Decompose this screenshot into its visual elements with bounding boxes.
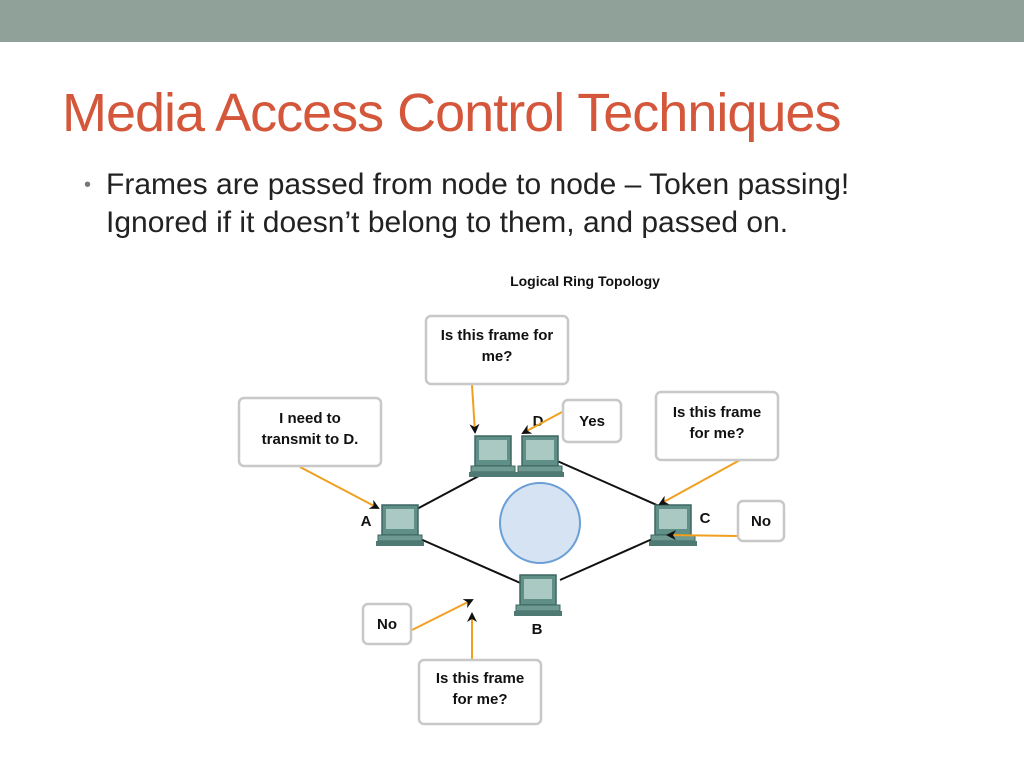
node-label-d: D <box>533 413 544 430</box>
svg-text:I need to: I need to <box>279 410 341 427</box>
computer-icon <box>513 574 563 617</box>
svg-text:No: No <box>751 513 771 530</box>
node-label-a: A <box>361 513 372 530</box>
computer-icon <box>648 504 698 547</box>
bullet-text: Frames are passed from node to node – To… <box>106 166 986 242</box>
callout-left-no: No <box>361 602 413 646</box>
callout-right-no: No <box>736 499 786 543</box>
callout-bottom-question: Is this frame for me? <box>417 658 543 726</box>
token-ring-circle <box>499 482 581 564</box>
svg-text:for me?: for me? <box>689 425 744 442</box>
svg-text:Is this frame for: Is this frame for <box>441 327 554 344</box>
callout-right-question: Is this frame for me? <box>654 390 780 462</box>
svg-text:for me?: for me? <box>452 691 507 708</box>
bullet-line-1: Frames are passed from node to node – To… <box>106 168 850 201</box>
node-label-b: B <box>532 621 543 638</box>
slide-title: Media Access Control Techniques <box>62 83 841 143</box>
computer-icon <box>515 435 565 478</box>
diagram-title: Logical Ring Topology <box>510 273 660 289</box>
callout-transmit: I need to transmit to D. <box>237 396 383 468</box>
computer-icon <box>468 435 518 478</box>
node-label-c: C <box>700 510 711 527</box>
top-bar <box>0 0 1024 42</box>
callout-top-question: Is this frame for me? <box>424 314 570 386</box>
bullet-icon: • <box>84 174 92 196</box>
svg-text:Is this frame: Is this frame <box>436 670 524 687</box>
svg-text:me?: me? <box>482 348 513 365</box>
callout-arrows <box>299 384 741 660</box>
svg-text:transmit to D.: transmit to D. <box>262 431 359 448</box>
svg-text:Is this frame: Is this frame <box>673 404 761 421</box>
svg-text:No: No <box>377 616 397 633</box>
svg-text:Yes: Yes <box>579 413 605 430</box>
computer-icon <box>375 504 425 547</box>
bullet-line-2: Ignored if it doesn’t belong to them, an… <box>106 206 789 239</box>
callout-yes: Yes <box>561 398 623 444</box>
